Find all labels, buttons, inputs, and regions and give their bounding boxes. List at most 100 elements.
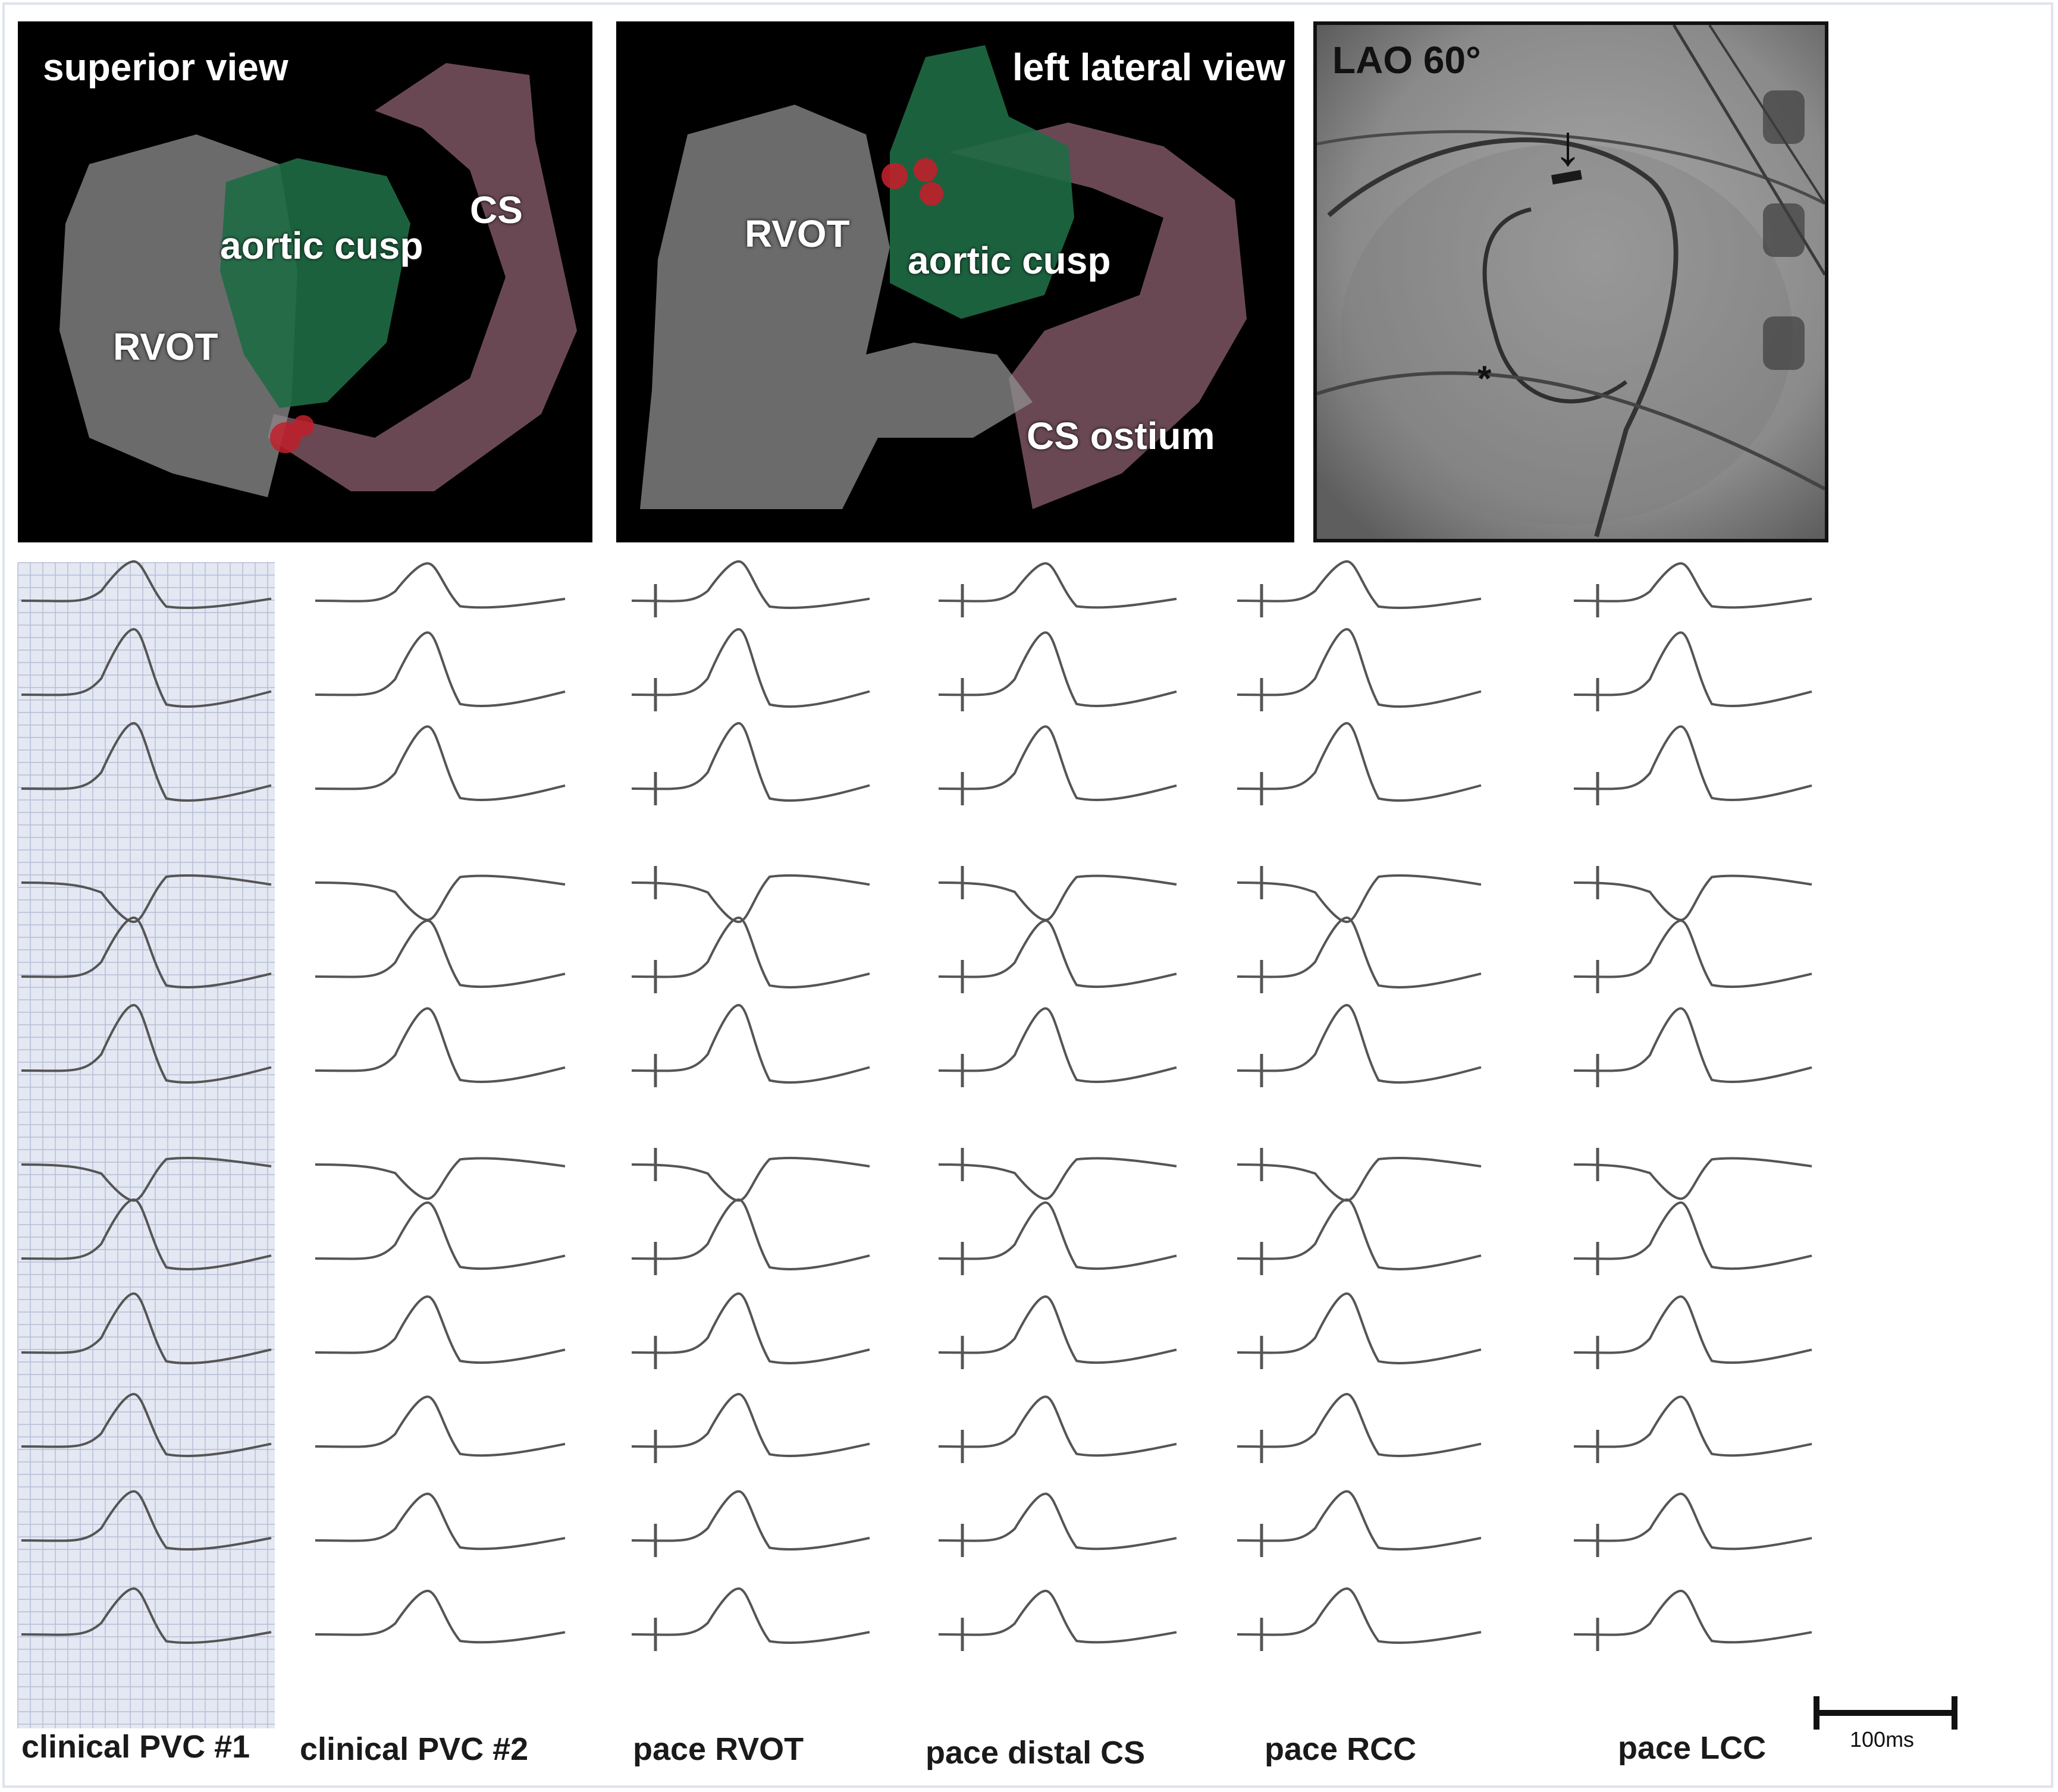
vertebra-shape [1763, 90, 1805, 144]
ecg-trace [21, 1003, 272, 1084]
ecg-trace [1237, 1003, 1482, 1084]
ecg-trace [631, 560, 870, 610]
ecg-trace [315, 1157, 566, 1200]
ecg-trace [21, 1392, 272, 1458]
lesion-marker [881, 163, 908, 189]
ecg-trace [315, 919, 566, 988]
ecg-trace [631, 1156, 870, 1202]
catheter-line [1317, 371, 1825, 491]
ecg-trace [21, 1587, 272, 1645]
ecg-trace [1573, 1007, 1812, 1084]
fluoroscopy-image [1317, 25, 1825, 539]
aortic-cusp-label: aortic cusp [220, 224, 423, 267]
ecg-trace [315, 1295, 566, 1364]
fluoroscopy-panel: LAO 60° ↓ * [1313, 21, 1828, 542]
ecg-trace [631, 1392, 870, 1458]
lesion-marker [914, 158, 937, 182]
ecg-trace [1237, 874, 1482, 924]
ecg-trace [315, 1492, 566, 1551]
aortic-cusp-shape [220, 158, 410, 408]
ecg-trace [938, 1201, 1177, 1270]
ecg-trace [1237, 1490, 1482, 1551]
cs-shape [949, 123, 1247, 509]
ecg-trace [1237, 627, 1482, 708]
ecg-trace [631, 874, 870, 924]
ecg-trace [938, 631, 1177, 708]
ecg-trace [631, 1292, 870, 1365]
ecg-trace [1573, 1295, 1812, 1364]
ecg-trace [1237, 916, 1482, 989]
ecg-trace [21, 874, 272, 924]
ecg-trace [1573, 725, 1812, 802]
ecg-grid-background [18, 563, 275, 1728]
catheter-line [1327, 137, 1679, 538]
column-label: clinical PVC #1 [21, 1729, 250, 1765]
ecg-trace [315, 1589, 566, 1644]
scale-bar-label: 100ms [1850, 1727, 1915, 1752]
panel-title: LAO 60° [1332, 39, 1481, 81]
ecg-trace [315, 725, 566, 802]
cs-label: CS [470, 189, 523, 231]
catheter-line [1317, 130, 1825, 205]
panel-title: left lateral view [1012, 46, 1285, 89]
ecg-trace [1573, 1201, 1812, 1270]
ecg-trace [938, 1295, 1177, 1364]
ecg-trace [631, 1003, 870, 1084]
ecg-trace [1237, 1292, 1482, 1365]
catheter-electrode [1551, 170, 1583, 185]
superior-view-3d-map [59, 63, 577, 497]
ecg-trace [21, 916, 272, 989]
ecg-trace [1573, 562, 1812, 609]
ecg-trace [938, 1589, 1177, 1644]
rvot-label: RVOT [745, 212, 850, 255]
cs-shape [268, 63, 577, 491]
ecg-trace [938, 1492, 1177, 1551]
column-label: pace RVOT [633, 1731, 804, 1767]
catheter-line [1482, 207, 1628, 404]
cs-ostium-label: CS ostium [1027, 415, 1215, 457]
ecg-trace [21, 627, 272, 708]
lesion-marker [270, 422, 301, 453]
ecg-trace [938, 919, 1177, 988]
ecg-trace [1573, 1157, 1812, 1200]
column-label: clinical PVC #2 [300, 1731, 529, 1767]
ecg-trace [631, 627, 870, 708]
ecg-trace [1573, 874, 1812, 921]
left-lateral-3d-map [640, 45, 1247, 509]
ecg-trace [315, 631, 566, 708]
ecg-trace [631, 916, 870, 989]
column-label: pace RCC [1265, 1731, 1417, 1767]
ecg-trace [315, 562, 566, 609]
ecg-trace [1573, 1395, 1812, 1457]
panel-title: superior view [43, 46, 288, 89]
ecg-trace [315, 1395, 566, 1457]
ecg-trace [938, 562, 1177, 609]
ecg-trace [1237, 560, 1482, 610]
arrow-marker-icon: ↓ [1554, 114, 1582, 177]
ecg-trace [1237, 1156, 1482, 1202]
vertebra-shape [1763, 316, 1805, 370]
ecg-trace [1573, 919, 1812, 988]
lesion-marker [293, 415, 314, 437]
ecg-trace [1237, 1392, 1482, 1458]
rvot-label: RVOT [113, 325, 218, 368]
ecg-trace [21, 560, 272, 610]
ecg-trace [1237, 1198, 1482, 1271]
superior-view-panel: superior view aortic cusp RVOT CS [18, 21, 592, 542]
aortic-cusp-label: aortic cusp [908, 239, 1111, 282]
aortic-cusp-shape [890, 45, 1074, 319]
ecg-trace [315, 1007, 566, 1084]
ecg-trace [1573, 1589, 1812, 1644]
ecg-trace [938, 1157, 1177, 1200]
star-marker-icon: * [1477, 359, 1492, 398]
ecg-trace [631, 1587, 870, 1645]
ecg-trace [938, 1007, 1177, 1084]
lesion-marker [920, 182, 943, 206]
vertebra-shape [1763, 203, 1805, 257]
ecg-trace [21, 721, 272, 802]
ecg-trace [938, 725, 1177, 802]
scale-bar [1814, 1696, 1957, 1730]
ecg-trace [21, 1292, 272, 1365]
